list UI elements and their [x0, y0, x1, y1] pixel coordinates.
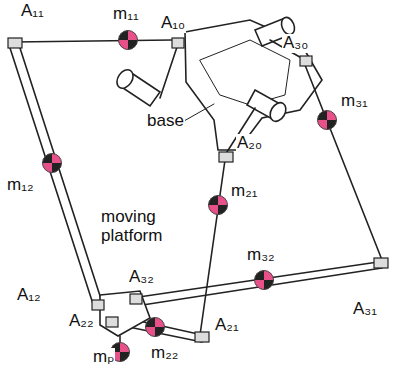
- mass-label: m₁₂: [6, 176, 35, 195]
- joint-label: A₂₀: [236, 134, 263, 153]
- joint-label: A₁₀: [160, 14, 186, 33]
- mass-label: m₂₁: [230, 182, 259, 201]
- mass-label: m₃₂: [246, 246, 276, 265]
- joint-label: A₂₁: [214, 316, 240, 335]
- mass-label: mₚ: [92, 348, 115, 367]
- mass-label: m₁₁: [112, 5, 140, 24]
- mass-label: m₃₁: [340, 92, 369, 111]
- mass-label: m₂₂: [150, 344, 179, 363]
- joint-label: A₁₁: [20, 2, 45, 21]
- joint-label: A₃₀: [282, 34, 309, 53]
- joint-label: A₃₁: [352, 300, 378, 319]
- part-name: moving platform: [100, 208, 180, 245]
- part-name: base: [146, 112, 185, 131]
- joint-label: A₃₂: [128, 268, 155, 287]
- joint-label: A₂₂: [68, 312, 95, 331]
- joint-label: A₁₂: [16, 286, 42, 305]
